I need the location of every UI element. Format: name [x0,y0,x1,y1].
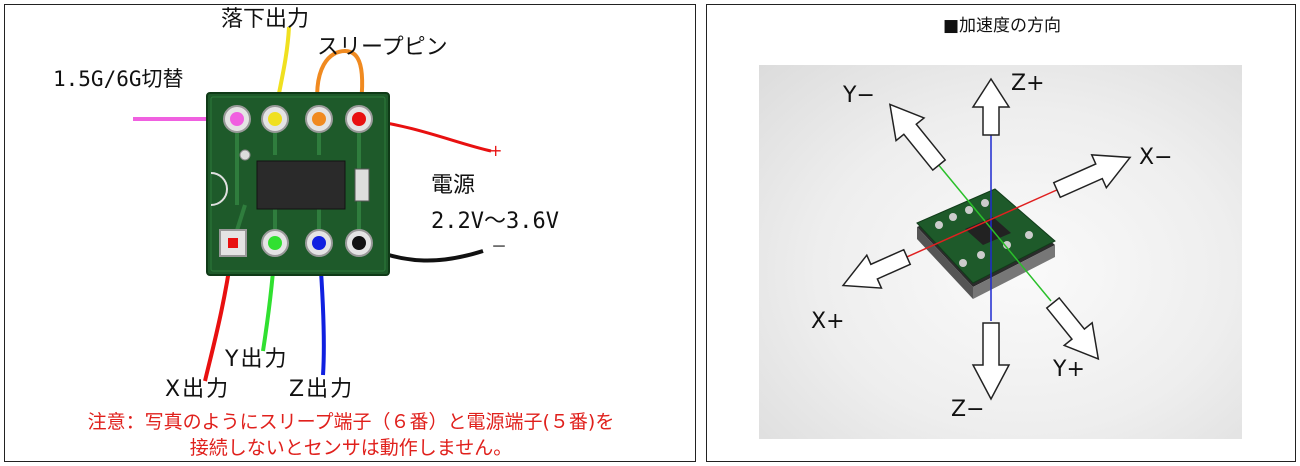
caution-note-line1: 注意：写真のようにスリープ端子（６番）と電源端子(５番)を [87,411,615,433]
label-plus-terminal: + [489,141,503,160]
label-z-plus: Z+ [1011,71,1045,96]
wire-sleep-jumper [315,48,365,120]
acceleration-direction-panel: ■加速度の方向 Y− Z+ X− X+ Y+ [706,4,1296,462]
arrow-y-plus [1045,296,1100,361]
label-x-plus: X+ [811,309,845,334]
panel-title: ■加速度の方向 [942,16,1062,36]
label-range-switch: 1.5G/6G切替 [53,67,184,91]
caution-note-line2: 接続しないとセンサは動作しません。 [189,437,513,459]
label-minus-terminal: － [491,237,508,256]
label-y-plus: Y+ [1053,357,1085,382]
label-z-minus: Z− [951,397,985,422]
label-x-output: X出力 [165,377,231,402]
label-z-output: Z出力 [289,377,355,402]
arrow-z-minus [971,322,1011,401]
arrow-y-minus [888,103,947,172]
arrow-x-minus [1052,154,1132,199]
label-fall-output: 落下出力 [221,7,310,32]
pcb-3d-board [916,188,1056,299]
y-axis-line [936,162,1052,302]
axis-diagram [841,77,1132,401]
label-x-minus: X− [1139,145,1173,170]
arrow-z-plus [971,77,1011,136]
pinout-panel: 落下出力 スリープピン 1.5G/6G切替 + 電源 2.2V～3.6V － Y… [4,4,696,462]
label-y-minus: Y− [843,83,875,108]
accelerometer-chip [256,160,346,210]
arrow-x-plus [841,248,912,289]
capacitor [354,168,370,202]
label-y-output: Y出力 [225,347,289,372]
label-sleep-pin: スリープピン [317,35,448,60]
label-power: 電源 [431,173,476,198]
breakout-board-photo [133,26,492,382]
label-voltage-range: 2.2V～3.6V [431,209,559,234]
